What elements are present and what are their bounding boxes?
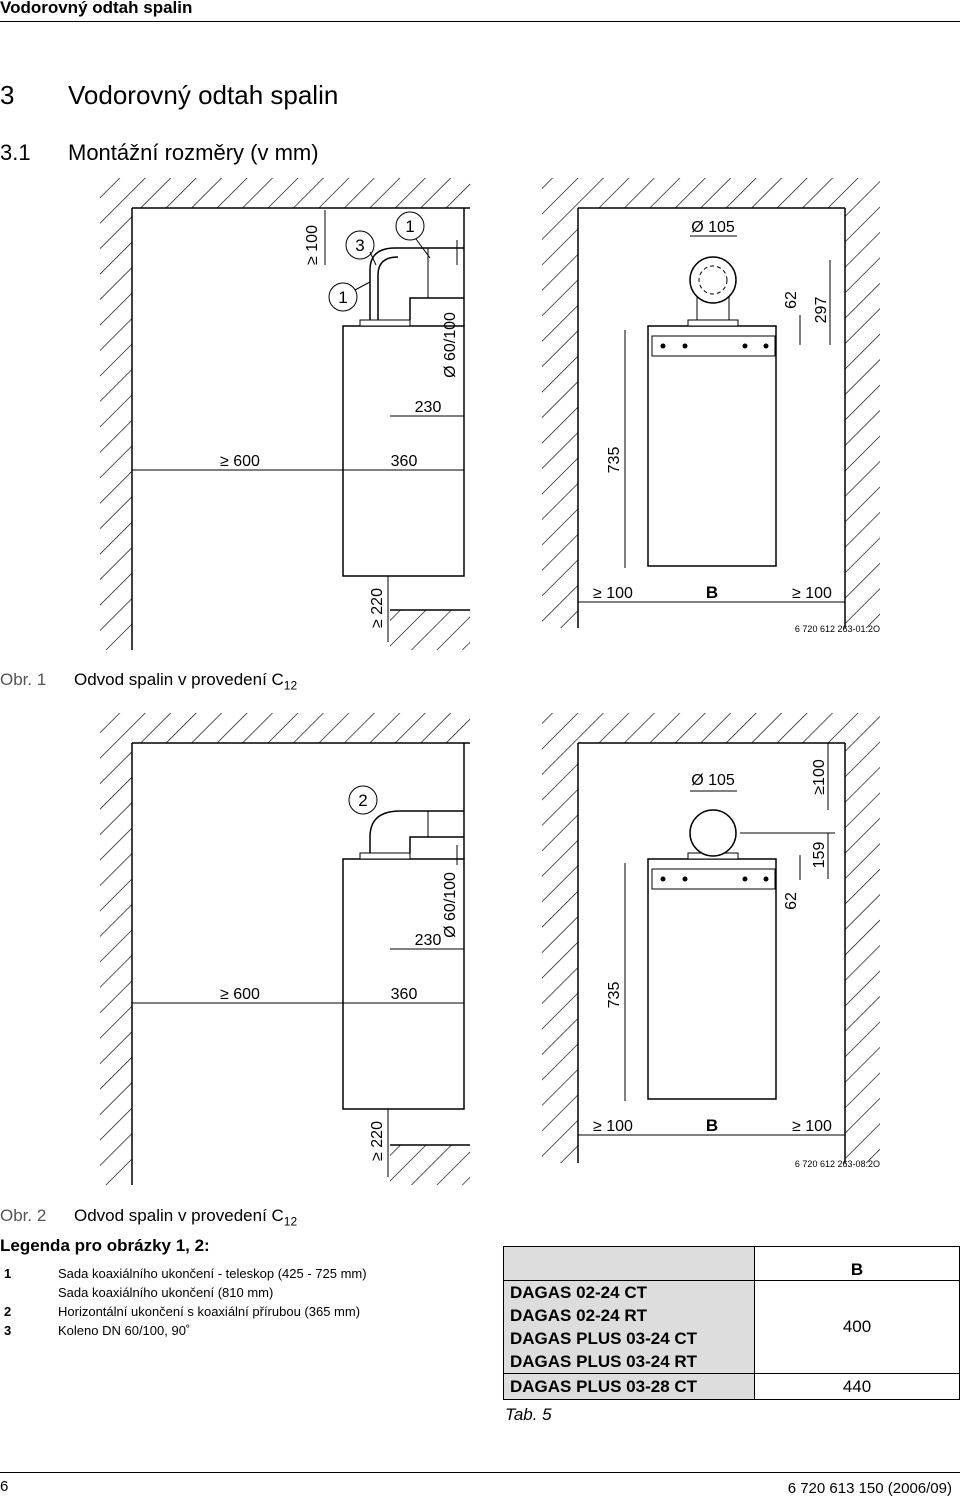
dim-dia105: Ø 105 xyxy=(691,219,735,236)
dim-230: 230 xyxy=(415,399,442,416)
dim-B-2: B xyxy=(706,1116,718,1135)
label-item-3: 3 xyxy=(355,236,364,255)
figure-1-caption-sub: 12 xyxy=(283,678,298,693)
page-number: 6 xyxy=(0,1478,9,1495)
figure-2-caption-text: Odvod spalin v provedení C xyxy=(74,1206,284,1225)
section-number: 3 xyxy=(0,80,15,110)
dim-159: 159 xyxy=(811,842,828,869)
subsection-number: 3.1 xyxy=(0,140,31,165)
wall-left-front xyxy=(542,208,578,628)
document-number: 6 720 613 150 (2006/09) xyxy=(787,1480,952,1497)
figure-1-caption: Obr. 1 Odvod spalin v provedení C12 xyxy=(0,670,297,692)
label-item-1a: 1 xyxy=(405,217,414,236)
dim-ge100-top-2: ≥100 xyxy=(811,759,828,795)
wall-top-side xyxy=(100,178,470,208)
dim-pipe-2: Ø 60/100 xyxy=(442,872,459,938)
dim-ge220-2: ≥ 220 xyxy=(369,1121,386,1161)
figure-2-label: Obr. 2 xyxy=(0,1206,47,1225)
dim-ge100-left: ≥ 100 xyxy=(593,585,633,602)
dim-ge600-2: ≥ 600 xyxy=(220,986,260,1003)
dim-735-2: 735 xyxy=(606,982,623,1009)
dim-360: 360 xyxy=(391,453,418,470)
figure-1-label: Obr. 1 xyxy=(0,670,47,689)
dim-ge600: ≥ 600 xyxy=(220,453,260,470)
section-title: Vodorovný odtah spalin xyxy=(68,80,339,110)
wall-bottom-side xyxy=(390,610,470,650)
wall-left-side xyxy=(100,208,132,650)
dim-ge100-right: ≥ 100 xyxy=(792,585,832,602)
table-cell-value: 440 xyxy=(754,1373,960,1400)
dim-62: 62 xyxy=(783,291,800,309)
dim-dia105-2: Ø 105 xyxy=(691,772,735,789)
figure-1-code: 6 720 612 263-01.2O xyxy=(795,624,880,634)
running-header: Vodorovný odtah spalin xyxy=(0,0,960,22)
figure-2-caption-sub: 12 xyxy=(283,1214,298,1229)
dim-360-2: 360 xyxy=(391,986,418,1003)
table-row-models: DAGAS 02-24 CT DAGAS 02-24 RT DAGAS PLUS… xyxy=(503,1280,755,1374)
dim-297: 297 xyxy=(813,297,830,324)
running-header-title: Vodorovný odtah spalin xyxy=(0,0,193,17)
dim-pipe: Ø 60/100 xyxy=(442,312,459,378)
figure-1-drawing: 3 1 1 ≥ 100 Ø 60/100 230 ≥ 600 360 ≥ 220… xyxy=(100,178,880,650)
boiler-front-2 xyxy=(647,858,777,1100)
figure-1-caption-text: Odvod spalin v provedení C xyxy=(74,670,284,689)
dimension-table: B DAGAS 02-24 CT DAGAS 02-24 RT DAGAS PL… xyxy=(503,1246,960,1400)
subsection-title: Montážní rozměry (v mm) xyxy=(68,140,319,165)
table-caption: Tab. 5 xyxy=(505,1405,552,1424)
boiler-side-2 xyxy=(342,858,465,1110)
wall-right-front xyxy=(845,208,880,628)
wall-top-front xyxy=(542,178,880,208)
dim-62-2: 62 xyxy=(783,892,800,910)
dim-ge100-left-2: ≥ 100 xyxy=(593,1118,633,1135)
footer-rule xyxy=(0,1472,960,1473)
label-item-2: 2 xyxy=(358,791,367,810)
dim-ge100-top: ≥ 100 xyxy=(304,225,321,265)
flue-elbow xyxy=(369,247,464,320)
boiler-front xyxy=(647,325,777,567)
figure-2-code: 6 720 612 263-08.2O xyxy=(795,1159,880,1169)
legend-title: Legenda pro obrázky 1, 2: xyxy=(0,1236,210,1255)
table-cell-value: 400 xyxy=(754,1280,960,1374)
dim-ge220: ≥ 220 xyxy=(369,588,386,628)
figure-2-caption: Obr. 2 Odvod spalin v provedení C12 xyxy=(0,1206,297,1228)
dim-230-2: 230 xyxy=(415,932,442,949)
header-rule xyxy=(0,21,960,22)
label-item-1b: 1 xyxy=(338,288,347,307)
figure-2-drawing: 2 Ø 60/100 230 ≥ 600 360 ≥ 220 Ø 105 ≥10… xyxy=(100,713,880,1185)
table-header-B: B xyxy=(754,1246,960,1281)
dim-B: B xyxy=(706,583,718,602)
dim-735: 735 xyxy=(606,447,623,474)
table-row-model: DAGAS PLUS 03-28 CT xyxy=(503,1373,755,1400)
dim-ge100-right-2: ≥ 100 xyxy=(792,1118,832,1135)
